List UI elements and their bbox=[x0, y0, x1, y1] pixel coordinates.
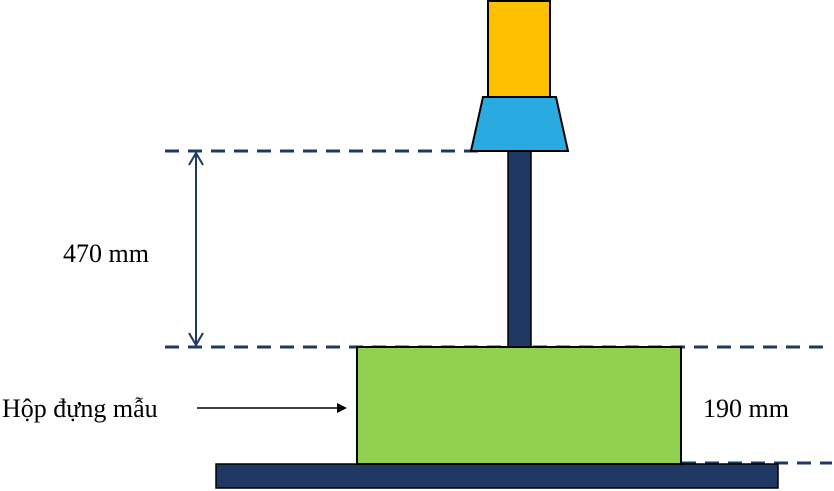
camera-pole bbox=[507, 150, 532, 348]
box-pointer-arrow bbox=[197, 403, 347, 413]
sample-box bbox=[356, 346, 682, 465]
height-dimension-arrow bbox=[188, 151, 204, 347]
upper-height-label: 470 mm bbox=[63, 239, 149, 268]
box-height-label: 190 mm bbox=[703, 394, 789, 423]
camera-body bbox=[487, 0, 551, 98]
camera-lens bbox=[469, 96, 570, 152]
base-plate bbox=[215, 463, 779, 489]
sample-box-label: Hộp đựng mẫu bbox=[2, 394, 158, 423]
